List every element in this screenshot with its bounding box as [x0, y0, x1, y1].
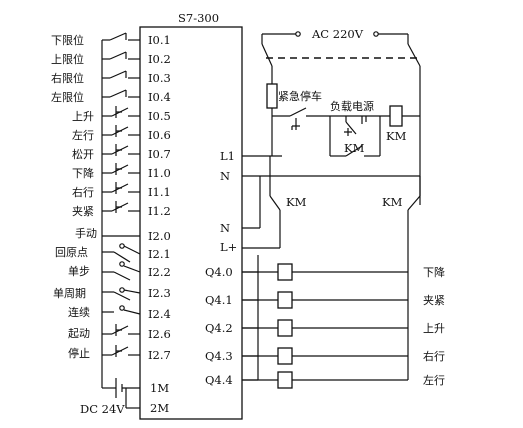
input-terminal: I2.4	[148, 307, 171, 321]
output-coil	[277, 291, 293, 309]
input-label: 松开	[72, 147, 94, 161]
output-coil	[277, 371, 293, 389]
input-terminal: I1.0	[148, 166, 171, 180]
fuse	[266, 83, 278, 109]
input-label: 回原点	[55, 246, 88, 259]
km-coil-label: KM	[386, 129, 407, 143]
input-label: 上限位	[51, 52, 84, 66]
output-coil	[277, 319, 293, 337]
input-label: 连续	[68, 305, 90, 319]
load-power-label: 负载电源	[330, 99, 374, 113]
km-contact-right-label: KM	[382, 195, 403, 209]
output-coil	[277, 347, 293, 365]
plc-model: S7-300	[178, 11, 219, 25]
output-label: 夹紧	[423, 294, 445, 307]
input-terminal: I2.0	[148, 229, 171, 243]
input-terminal: I0.7	[148, 147, 171, 161]
output-label: 右行	[423, 349, 445, 363]
input-terminal: I0.1	[148, 33, 171, 47]
emergency-stop-label: 紧急停车	[278, 89, 322, 103]
input-label: 右行	[72, 185, 94, 199]
output-label: 左行	[423, 374, 445, 387]
input-label: 起动	[68, 327, 90, 340]
output-terminal: Q4.4	[205, 373, 233, 387]
output-label: 上升	[423, 322, 445, 335]
common-terminal-2m: 2M	[150, 401, 169, 415]
terminal-l1: L1	[220, 149, 235, 163]
terminal-n2: N	[220, 221, 230, 235]
input-label: 手动	[75, 226, 97, 240]
input-contacts: DC 24V	[80, 32, 141, 416]
input-label: 左限位	[51, 90, 84, 104]
input-terminal: I0.6	[148, 128, 171, 142]
input-terminal: I2.2	[148, 265, 171, 279]
input-labels: 下限位 上限位 右限位 左限位 上升 左行 松开 下降 右行 夹紧 手动 回原点…	[51, 33, 97, 360]
input-terminal: I2.1	[148, 247, 171, 261]
input-label: 下限位	[51, 33, 84, 47]
output-terminal: Q4.0	[205, 265, 233, 279]
supply-label: AC 220V	[311, 27, 364, 41]
input-label: 夹紧	[72, 205, 94, 218]
input-label: 左行	[72, 129, 94, 142]
dc-supply-label: DC 24V	[80, 402, 125, 416]
output-coil	[277, 263, 293, 281]
terminal-lplus: L+	[220, 240, 237, 254]
input-label: 停止	[68, 346, 90, 360]
output-terminal: Q4.2	[205, 321, 233, 335]
plc-body	[139, 26, 243, 420]
input-label: 上升	[72, 110, 94, 123]
terminal-n: N	[220, 169, 230, 183]
outputs: Q4.0 Q4.1 Q4.2 Q4.3 Q4.4 下降 夹紧 上升 右行 左行	[205, 255, 445, 389]
power-circuit: AC 220V 紧急停车 负载电源 KM KM	[242, 27, 421, 380]
output-label: 下降	[423, 265, 445, 279]
input-terminal: I2.6	[148, 327, 171, 341]
input-terminal: I0.4	[148, 90, 171, 104]
input-terminal: I0.3	[148, 71, 171, 85]
input-terminal: I2.3	[148, 286, 171, 300]
input-label: 单步	[68, 265, 90, 278]
km-coil	[389, 105, 403, 127]
common-terminal-1m: 1M	[150, 381, 169, 395]
input-terminal: I1.1	[148, 185, 171, 199]
output-terminal: Q4.3	[205, 349, 233, 363]
output-terminal: Q4.1	[205, 293, 233, 307]
power-terminals: L1 N N L+	[220, 149, 237, 254]
input-label: 下降	[72, 166, 94, 180]
km-contact-left-label: KM	[286, 195, 307, 209]
input-terminal: I0.5	[148, 109, 171, 123]
input-terminals: I0.1 I0.2 I0.3 I0.4 I0.5 I0.6 I0.7 I1.0 …	[148, 33, 171, 415]
km-hold-label: KM	[344, 141, 365, 155]
input-terminal: I2.7	[148, 348, 171, 362]
input-terminal: I1.2	[148, 204, 171, 218]
input-label: 右限位	[51, 71, 84, 85]
input-label: 单周期	[53, 287, 86, 300]
input-terminal: I0.2	[148, 52, 171, 66]
